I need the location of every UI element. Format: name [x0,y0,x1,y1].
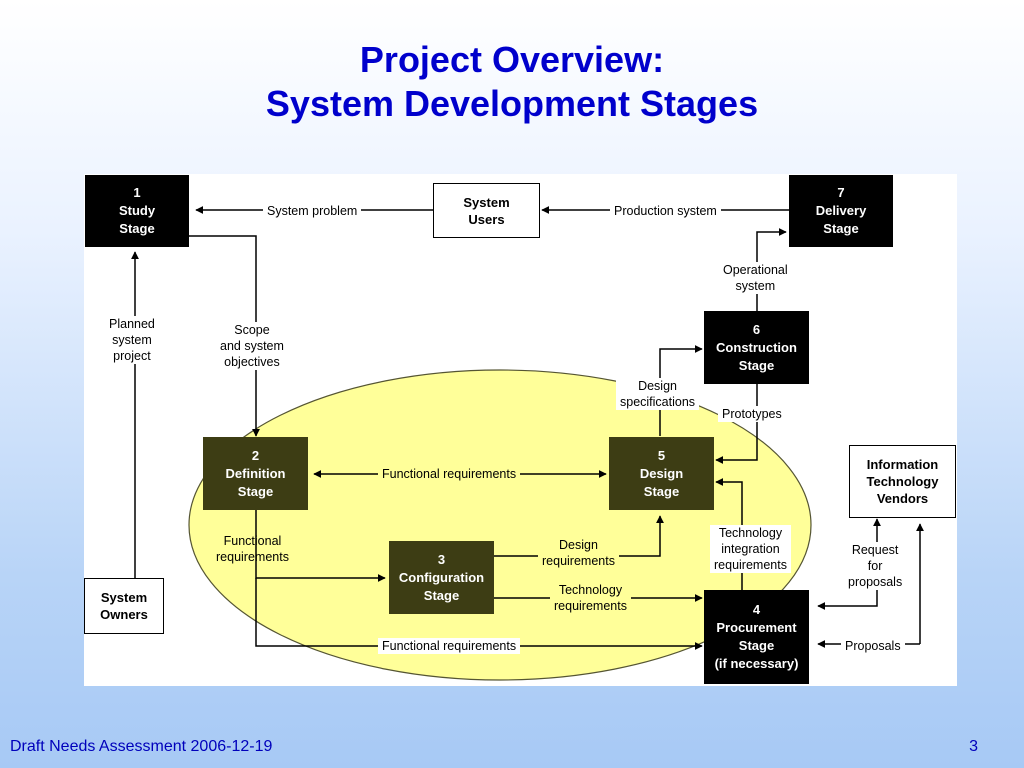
stage-5-line1: Design [639,465,684,481]
system-users-box: System Users [433,183,540,238]
system-owners-box: System Owners [84,578,164,634]
stage-6-construction: 6 Construction Stage [704,311,809,384]
stage-6-line2: Stage [738,357,775,373]
label-design-req: Design requirements [538,537,619,569]
label-proposals-text: Proposals [845,639,901,653]
it-vendors-line3: Vendors [876,491,929,506]
label-planned-line3: project [113,349,151,363]
stage-4-line3: (if necessary) [714,656,799,671]
stage-3-number: 3 [437,551,446,567]
footer-text: Draft Needs Assessment 2006-12-19 [10,738,273,755]
label-system-problem-text: System problem [267,204,358,218]
system-owners-line2: Owners [100,607,148,622]
label-design-req-line2: requirements [542,554,615,568]
it-vendors-box: Information Technology Vendors [849,445,956,518]
system-users-line1: System [463,194,510,210]
system-users-line2: Users [468,211,505,227]
stage-6-line1: Construction [716,339,797,355]
label-proposals: Proposals [841,638,905,654]
label-func-req-left-line1: Functional [223,534,282,548]
stage-3-configuration: 3 Configuration Stage [389,541,494,614]
stage-4-line2: Stage [738,638,775,653]
label-func-req-top-text: Functional requirements [382,467,517,481]
label-scope-line1: Scope [234,323,270,337]
stage-1-line1: Study [118,203,156,218]
stage-7-line1: Delivery [815,203,867,218]
label-prototypes-text: Prototypes [722,407,782,421]
label-design-specs: Design specifications [616,378,700,410]
stage-4-number: 4 [752,602,761,617]
stage-6-number: 6 [752,321,761,337]
label-tech-integration: Technology integration requirements [710,525,791,573]
stage-3-line2: Stage [423,587,460,603]
label-tech-req-line2: requirements [554,599,627,613]
diagram-connectors [131,206,924,681]
label-func-req-left-line2: requirements [216,550,289,564]
stage-2-number: 2 [251,447,260,463]
label-planned-project: Planned system project [105,316,159,364]
label-design-req-line1: Design [559,538,598,552]
label-func-req-bottom-text: Functional requirements [382,639,517,653]
label-production-system: Production system [610,203,721,219]
label-system-problem: System problem [263,203,362,219]
stage-5-design: 5 Design Stage [609,437,714,510]
stage-1-line2: Stage [119,221,155,236]
label-tech-req-line1: Technology [558,583,623,597]
stage-7-line2: Stage [823,221,859,236]
label-tech-integration-line3: requirements [714,558,787,572]
label-request-line2: for [867,559,883,573]
stage-5-line2: Stage [643,483,680,499]
page-number: 3 [969,738,978,755]
label-scope-line3: objectives [224,355,280,369]
stage-4-line1: Procurement [716,620,797,635]
label-operational-line2: system [735,279,776,293]
stage-1-study: 1 Study Stage [85,175,189,247]
label-operational-system: Operational system [719,262,792,294]
label-scope: Scope and system objectives [216,322,288,370]
title-line-2: System Development Stages [265,83,759,124]
system-owners-line1: System [100,590,148,605]
label-request-line1: Request [851,543,899,557]
stage-7-number: 7 [837,185,845,200]
it-vendors-line2: Technology [866,474,939,489]
label-tech-req: Technology requirements [550,582,631,614]
label-planned-line2: system [112,333,152,347]
label-tech-integration-line1: Technology [718,526,783,540]
stage-7-delivery: 7 Delivery Stage [789,175,893,247]
stage-2-definition: 2 Definition Stage [203,437,308,510]
label-func-req-left: Functional requirements [212,533,293,565]
slide-title: Project Overview: System Development Sta… [0,38,1024,126]
stage-4-procurement: 4 Procurement Stage (if necessary) [704,590,809,684]
it-vendors-line1: Information [866,457,939,472]
label-production-system-text: Production system [614,204,717,218]
label-design-specs-line2: specifications [620,395,696,409]
title-line-1: Project Overview: [359,39,665,80]
label-request-proposals: Request for proposals [844,542,907,590]
stage-5-number: 5 [657,447,666,463]
label-design-specs-line1: Design [638,379,677,393]
label-operational-line1: Operational [723,263,788,277]
label-planned-line1: Planned [109,317,155,331]
label-func-req-bottom: Functional requirements [378,638,521,654]
stage-3-line1: Configuration [398,569,485,585]
stage-1-number: 1 [133,185,141,200]
stage-2-line2: Stage [237,483,274,499]
arrow-func-req-bottom [255,578,703,650]
label-tech-integration-line2: integration [721,542,780,556]
stage-2-line1: Definition [225,465,286,481]
label-func-req-top: Functional requirements [378,466,521,482]
label-scope-line2: and system [220,339,284,353]
label-prototypes: Prototypes [718,406,786,422]
label-request-line3: proposals [848,575,903,589]
stages-diagram: 1 Study Stage 2 Definition Stage 3 Confi… [84,174,957,686]
